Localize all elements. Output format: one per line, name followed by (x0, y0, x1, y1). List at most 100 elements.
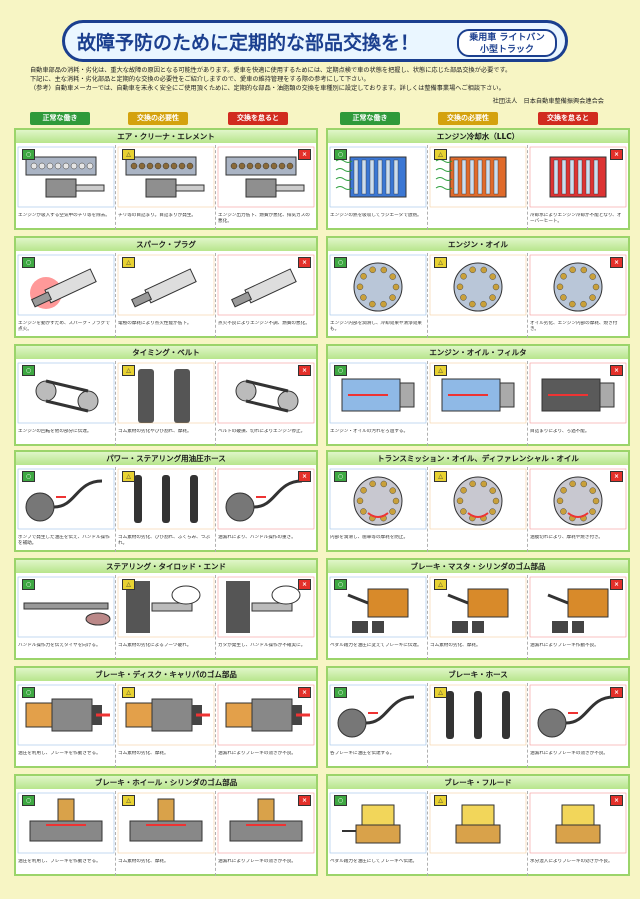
normal-function-cell: ○ペダル踏力を油圧にしてブレーキへ伝達。 (328, 791, 428, 876)
part-panel-title: エンジン・オイル・フィルタ (328, 346, 628, 359)
vehicle-type-line2: 小型トラック (479, 45, 534, 55)
caption-text: 油圧を利用し、ブレーキを作動させる。 (18, 751, 101, 756)
intro-line: （参考）自動車メーカーでは、自動車を末永く安全にご使用頂くために、定期的な部品・… (30, 85, 505, 92)
status-ok-icon: ○ (22, 579, 35, 590)
part-illustration (329, 468, 427, 530)
replacement-need-cell: △ゴム素材の劣化やひび割れ、摩耗。 (116, 361, 216, 446)
normal-function-cell: ○エンジンを動かすため、スパーク・プラグで点火。 (16, 253, 116, 338)
part-panel: ブレーキ・フルード○ペダル踏力を油圧にしてブレーキへ伝達。△×水分混入によりブレ… (326, 774, 630, 876)
normal-function-cell: ○各ブレーキに油圧を伝達する。 (328, 683, 428, 768)
part-illustration (529, 792, 627, 854)
title-banner: 故障予防のために定期的な部品交換を！ 乗用車 ライトバン 小型トラック (62, 20, 568, 62)
column-header-need: 交換の必要性 (438, 112, 498, 125)
part-panel: パワー・ステアリング用油圧ホース○ポンプで発生した油圧を伝え、ハンドル操作を補助… (14, 450, 318, 552)
part-illustration (17, 362, 115, 424)
status-ok-icon: ○ (334, 149, 347, 160)
status-warn-icon: △ (434, 795, 447, 806)
part-illustration (17, 576, 115, 638)
part-illustration (17, 468, 115, 530)
caption-text: ゴム素材の劣化によるブーツ破れ。 (118, 643, 192, 648)
column-header-normal: 正常な働き (30, 112, 90, 125)
caption-text: ポンプで発生した油圧を伝え、ハンドル操作を補助。 (18, 535, 110, 546)
part-illustration (117, 684, 215, 746)
part-illustration (529, 254, 627, 316)
replacement-need-cell: △ (428, 145, 528, 230)
neglect-result-cell: ×エンジン出力低下、燃費が悪化、排気ガスの悪化。 (216, 145, 316, 230)
neglect-result-cell: ×オイル劣化、エンジン内部の摩耗、焼き付き。 (528, 253, 628, 338)
status-warn-icon: △ (122, 149, 135, 160)
status-ng-icon: × (298, 795, 311, 806)
normal-function-cell: ○ ペダル踏力を油圧に変えてブレーキに伝達。 (328, 575, 428, 660)
status-ok-icon: ○ (334, 687, 347, 698)
replacement-need-cell: △ゴム素材の劣化、ひび割れ、ふくらみ、つぶれ。 (116, 467, 216, 552)
replacement-need-cell: △ チリ等の目詰まり。目詰まりが発生。 (116, 145, 216, 230)
neglect-result-cell: ×油漏れによりブレーキの効きが不良。 (528, 683, 628, 768)
caption-text: エンジン出力低下、燃費が悪化、排気ガスの悪化。 (218, 213, 310, 224)
status-warn-icon: △ (122, 471, 135, 482)
status-ok-icon: ○ (22, 257, 35, 268)
caption-text: エンジン内部を潤滑し、冷却効果や清浄効果も。 (330, 321, 422, 332)
part-illustration (329, 792, 427, 854)
part-panel: ブレーキ・マスタ・シリンダのゴム部品○ペダル踏力を油圧に変えてブレーキに伝達。△… (326, 558, 630, 660)
status-ok-icon: ○ (22, 687, 35, 698)
replacement-need-cell: △ (428, 467, 528, 552)
caption-text: 水分混入によりブレーキの効きが不良。 (530, 859, 613, 864)
part-illustration (429, 468, 527, 530)
intro-line: 下記に、主な消耗・劣化部品と定期的な交換の必要性をご紹介しますので、愛車の維持管… (30, 76, 370, 83)
caption-text: チリ等の目詰まり。目詰まりが発生。 (118, 213, 197, 218)
replacement-need-cell: △ ゴム素材の劣化、摩耗。 (116, 683, 216, 768)
caption-text: ゴム素材の劣化やひび割れ、摩耗。 (118, 429, 192, 434)
part-illustration (329, 146, 427, 208)
neglect-result-cell: ×油膜切れにより、摩耗や焼き付き。 (528, 467, 628, 552)
part-panel-title: エンジン冷却水（LLC） (328, 130, 628, 143)
part-illustration (329, 576, 427, 638)
vehicle-type-badge: 乗用車 ライトバン 小型トラック (457, 29, 557, 57)
caption-text (430, 213, 525, 231)
caption-text: 内部を潤滑し、歯車等の摩耗を防止。 (330, 535, 409, 540)
part-panel-title: ブレーキ・ディスク・キャリパのゴム部品 (16, 668, 316, 681)
replacement-need-cell: △ (428, 253, 528, 338)
part-panel: トランスミッション・オイル、ディファレンシャル・オイル ○ 内部を潤滑し、歯車等の摩… (326, 450, 630, 552)
caption-text: エンジンの熱を吸収してラジエータで放熱。 (330, 213, 422, 218)
status-ok-icon: ○ (334, 471, 347, 482)
part-panel-title: ブレーキ・マスタ・シリンダのゴム部品 (328, 560, 628, 573)
status-ng-icon: × (610, 365, 623, 376)
status-warn-icon: △ (122, 687, 135, 698)
caption-text: エンジンが吸入する空気中のチリ等を除去。 (18, 213, 110, 218)
part-illustration (117, 146, 215, 208)
normal-function-cell: ○油圧を利用し、ブレーキを作動させる。 (16, 791, 116, 876)
part-panel-title: トランスミッション・オイル、ディファレンシャル・オイル (328, 452, 628, 465)
part-illustration (217, 362, 315, 424)
status-ng-icon: × (610, 579, 623, 590)
caption-text: ペダル踏力を油圧に変えてブレーキに伝達。 (330, 643, 422, 648)
part-panel-title: ブレーキ・フルード (328, 776, 628, 789)
status-warn-icon: △ (434, 149, 447, 160)
column-header-need: 交換の必要性 (128, 112, 188, 125)
caption-text: 油膜切れにより、摩耗や焼き付き。 (530, 535, 603, 540)
caption-text: ゴム素材の劣化、摩耗。 (118, 751, 169, 756)
part-panel: スパーク・プラグ○エンジンを動かすため、スパーク・プラグで点火。△電極の摩耗によ… (14, 236, 318, 338)
caption-text: ガタが発生し、ハンドル操作が不確実に。 (218, 643, 306, 648)
caption-text: 油漏れによりブレーキの効きが不良。 (218, 751, 297, 756)
part-panel: エンジン冷却水（LLC）○エンジンの熱を吸収してラジエータで放熱。△×冷却水によ… (326, 128, 630, 230)
neglect-result-cell: ×点火不良によりエンジン不調、燃費の悪化。 (216, 253, 316, 338)
status-warn-icon: △ (434, 257, 447, 268)
caption-text: ゴム素材の劣化、摩耗。 (118, 859, 169, 864)
part-illustration (17, 684, 115, 746)
part-illustration (117, 362, 215, 424)
status-ok-icon: ○ (334, 579, 347, 590)
part-illustration (429, 146, 527, 208)
column-header-fail: 交換を怠ると (538, 112, 598, 125)
part-panel: エンジン・オイル○エンジン内部を潤滑し、冷却効果や清浄効果も。△×オイル劣化、エ… (326, 236, 630, 338)
caption-text: ベルトの破損、切れによりエンジン停止。 (218, 429, 306, 434)
part-illustration (429, 792, 527, 854)
replacement-need-cell: △電極の摩耗により点火性能が低下。 (116, 253, 216, 338)
replacement-need-cell: △ゴム素材の劣化によるブーツ破れ。 (116, 575, 216, 660)
status-warn-icon: △ (434, 687, 447, 698)
part-illustration (117, 468, 215, 530)
status-ok-icon: ○ (22, 365, 35, 376)
status-ng-icon: × (298, 687, 311, 698)
part-illustration (529, 146, 627, 208)
part-panel: ブレーキ・ホース○各ブレーキに油圧を伝達する。△×油漏れによりブレーキの効きが不… (326, 666, 630, 768)
intro-line: 自動車部品の消耗・劣化は、重大な故障の原因となる可能性があります。愛車を快適に使… (30, 67, 512, 74)
